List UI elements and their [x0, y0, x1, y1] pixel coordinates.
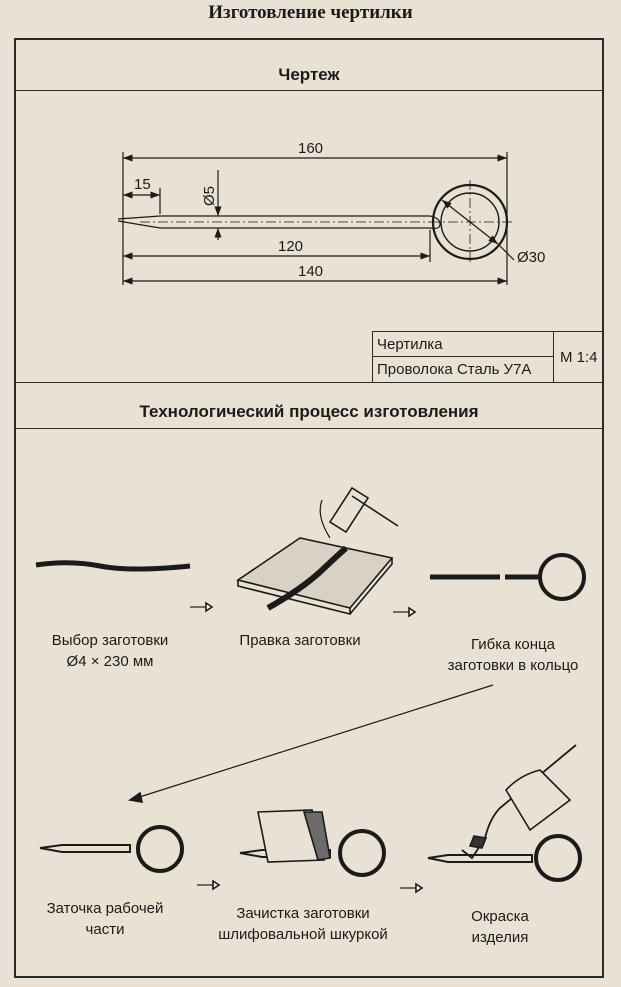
title-block: Чертилка Проволока Сталь У7А М 1:4	[372, 331, 604, 383]
worksheet-frame: Чертеж Чертилка Проволока Сталь У7А М 1:…	[14, 38, 604, 978]
step-caption: Зачистка заготовки шлифовальной шкуркой	[218, 905, 388, 943]
painting-illustration	[427, 744, 582, 882]
dimension-d5: Ø5	[201, 186, 218, 206]
page-title: Изготовление чертилки	[208, 2, 413, 23]
step-caption: Гибка конца заготовки в кольцо	[447, 636, 579, 674]
step-caption: Правка заготовки	[239, 632, 361, 649]
sanding-illustration	[239, 809, 386, 877]
drawing-section-title: Чертеж	[278, 65, 340, 84]
divider	[16, 90, 602, 91]
dimension-160: 160	[298, 140, 323, 157]
dimension-15: 15	[134, 176, 151, 193]
divider	[16, 382, 602, 383]
wire-blank-illustration	[35, 560, 191, 572]
title-block-part-name: Чертилка	[373, 332, 554, 357]
dimension-140: 140	[298, 263, 323, 280]
wire-with-ring-illustration	[430, 553, 586, 601]
process-section-title: Технологический процесс изготовления	[139, 402, 479, 421]
plate-and-hammer-illustration	[236, 486, 399, 616]
title-block-material: Проволока Сталь У7А	[373, 357, 554, 383]
divider	[16, 428, 602, 429]
title-block-scale: М 1:4	[560, 349, 598, 366]
dimension-d30: Ø30	[517, 249, 545, 266]
step-caption: Заточка рабочей части	[46, 900, 164, 938]
dimension-120: 120	[278, 238, 303, 255]
step-caption: Окраска изделия	[471, 908, 529, 946]
sharpened-scriber-illustration	[39, 825, 184, 873]
step-caption: Выбор заготовки Ø4 × 230 мм	[51, 632, 169, 670]
